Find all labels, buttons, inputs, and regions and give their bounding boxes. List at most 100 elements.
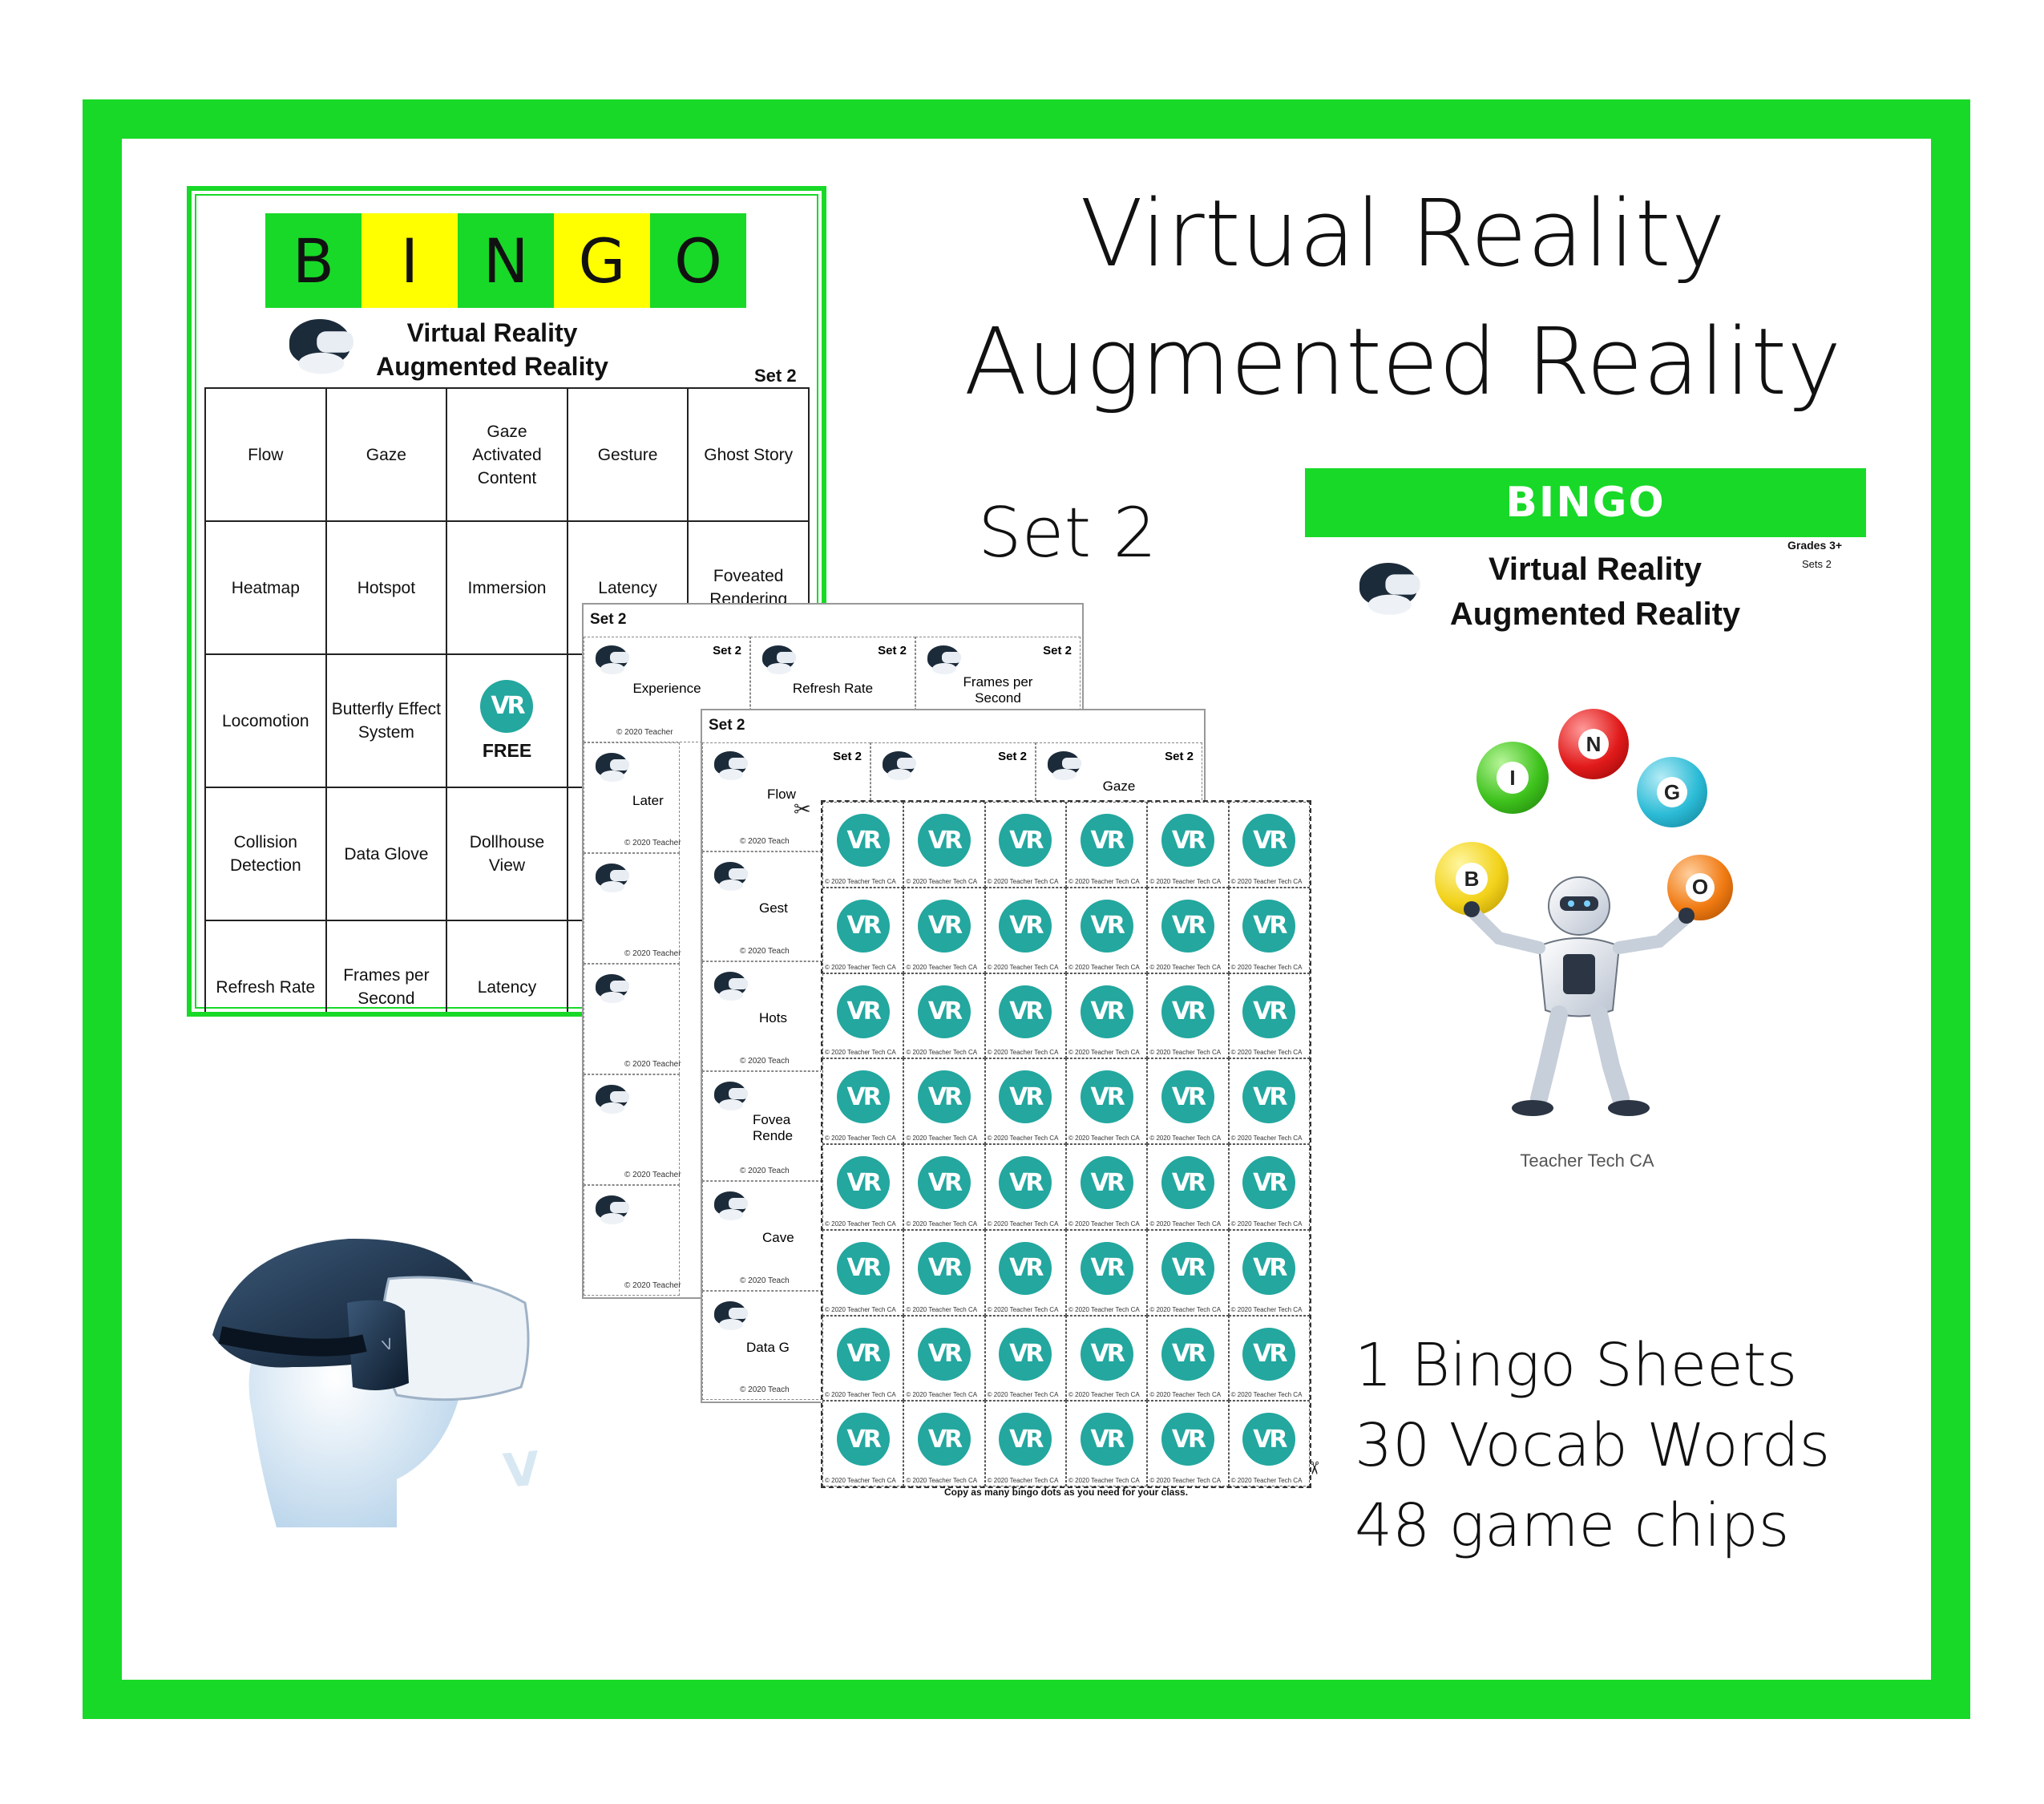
game-chip: VR© 2020 Teacher Tech CA [1228, 1144, 1310, 1230]
grid-row: Flow Gaze Gaze Activated Content Gesture… [204, 387, 810, 522]
free-label: FREE [482, 739, 532, 761]
headset-icon [596, 1085, 631, 1114]
card-copyright: © 2020 Teach [740, 1385, 790, 1394]
game-chip: VR© 2020 Teacher Tech CA [822, 973, 904, 1059]
ball-letter: G [1656, 776, 1688, 808]
letter-b: B [265, 213, 362, 308]
card-set-label: Set 2 [998, 750, 1027, 763]
vr-logo-icon: VR [1161, 1070, 1214, 1124]
game-chip: VR© 2020 Teacher Tech CA [1228, 1401, 1310, 1486]
vr-logo-icon: VR [917, 1241, 971, 1295]
chip-copyright: © 2020 Teacher Tech CA [825, 1305, 896, 1313]
chip-copyright: © 2020 Teacher Tech CA [1149, 1135, 1222, 1142]
card-heading: Virtual Reality Augmented Reality [352, 316, 632, 383]
vr-logo-icon: VR [1161, 985, 1214, 1038]
grid-cell: Hotspot [325, 520, 448, 655]
sheet-a-label: Set 2 [590, 611, 627, 628]
word-card: Hots © 2020 Teach [702, 961, 822, 1071]
grid-cell: Immersion [446, 520, 568, 655]
grid-cell: Locomotion [204, 653, 327, 788]
card-heading-ar: Augmented Reality [376, 352, 608, 381]
vr-logo-icon: VR [836, 814, 890, 867]
chip-copyright: © 2020 Teacher Tech CA [906, 1049, 978, 1057]
chip-copyright: © 2020 Teacher Tech CA [906, 1305, 978, 1313]
vr-logo-icon: VR [1080, 985, 1133, 1038]
card-set-label: Set 2 [1165, 750, 1194, 763]
game-chip: VR© 2020 Teacher Tech CA [1066, 973, 1148, 1059]
word-card: Cave © 2020 Teach [702, 1181, 822, 1291]
feature-vocab-words: 30 Vocab Words [1355, 1411, 1831, 1480]
chip-copyright: © 2020 Teacher Tech CA [987, 1391, 1059, 1399]
game-chip: VR © 2020 Teacher Tech CA [903, 1229, 985, 1316]
chip-copyright: © 2020 Teacher Tech CA [1068, 1477, 1140, 1484]
card-set-label: Set 2 [878, 644, 907, 657]
game-chip: VR© 2020 Teacher Tech CA [822, 1315, 904, 1402]
game-chip: VR© 2020 Teacher Tech CA [1147, 1315, 1229, 1402]
vr-logo-icon: VR [1242, 1070, 1296, 1124]
game-chip: VR© 2020 Teacher Tech CA [984, 1144, 1066, 1230]
word-card: © 2020 Teacher [584, 1074, 681, 1185]
headset-icon [714, 972, 749, 1001]
grid-cell: Ghost Story [687, 387, 810, 522]
card-copyright: © 2020 Teacher [624, 1171, 681, 1179]
game-chip: VR© 2020 Teacher Tech CA [984, 1401, 1066, 1486]
grid-cell: Dollhouse View [446, 787, 568, 921]
card-word: Frames per Second [963, 674, 1033, 706]
game-chip: VR© 2020 Teacher Tech CA [1066, 1315, 1148, 1402]
card-copyright: © 2020 Teach [740, 1057, 790, 1066]
chip-copyright: © 2020 Teacher Tech CA [825, 877, 896, 885]
chip-copyright: © 2020 Teacher Tech CA [1068, 963, 1140, 971]
card-word: Refresh Rate [792, 681, 874, 696]
chip-copyright: © 2020 Teacher Tech CA [987, 1135, 1059, 1142]
game-chip: VR© 2020 Teacher Tech CA [903, 1144, 985, 1230]
chip-grid: VR © 2020 Teacher Tech CA VR © 2020 Teacher… [822, 802, 1310, 1486]
word-card: © 2020 Teacher [584, 853, 681, 964]
vr-logo-icon: VR [1080, 1241, 1133, 1295]
game-chip: VR© 2020 Teacher Tech CA [1066, 802, 1148, 888]
chips-note: Copy as many bingo dots as you need for … [943, 1486, 1189, 1498]
chip-copyright: © 2020 Teacher Tech CA [1068, 877, 1140, 885]
grid-cell: Heatmap [204, 520, 327, 655]
card-word: Gest [759, 900, 788, 916]
game-chip: VR © 2020 Teacher Tech CA [1147, 1058, 1229, 1144]
game-chip: VR © 2020 Teacher Tech CA [984, 1315, 1066, 1402]
vr-logo-icon: VR [999, 1327, 1052, 1381]
headset-icon [883, 751, 918, 780]
chip-copyright: © 2020 Teacher Tech CA [1068, 1391, 1140, 1399]
cover-title-vr: Virtual Reality [1488, 552, 1703, 587]
game-chip: VR© 2020 Teacher Tech CA [1066, 887, 1148, 973]
card-word: Hots [759, 1010, 787, 1025]
ball-letter: O [1685, 872, 1715, 903]
chip-copyright: © 2020 Teacher Tech CA [825, 1391, 896, 1399]
bingo-ball-n: N [1558, 709, 1629, 779]
game-chip: VR© 2020 Teacher Tech CA [1228, 1229, 1310, 1316]
letter-n: N [458, 213, 554, 308]
vr-logo-icon: VR [999, 899, 1052, 953]
word-card: © 2020 Teacher [584, 964, 681, 1074]
game-chip: VR© 2020 Teacher Tech CA [822, 1058, 904, 1144]
grid-cell: Latency [446, 920, 568, 1012]
chip-copyright: © 2020 Teacher Tech CA [1149, 1391, 1222, 1399]
game-chip: VR© 2020 Teacher Tech CA [984, 887, 1066, 973]
vr-logo-icon: VR [836, 1413, 890, 1466]
grid-cell: Butterfly Effect System [325, 653, 448, 788]
card-set-label: Set 2 [713, 644, 741, 657]
card-word: Later [632, 793, 664, 808]
card-word: Experience [632, 681, 701, 696]
game-chip: VR© 2020 Teacher Tech CA [1147, 887, 1229, 973]
letter-i: I [362, 213, 458, 308]
chip-copyright: © 2020 Teacher Tech CA [1230, 877, 1303, 885]
game-chip: VR© 2020 Teacher Tech CA [903, 1058, 985, 1144]
grid-cell: Frames per Second [325, 920, 448, 1012]
grid-cell: Data Glove [325, 787, 448, 921]
grid-cell: Collision Detection [204, 787, 327, 921]
game-chip: VR© 2020 Teacher Tech CA [984, 1229, 1066, 1316]
chip-copyright: © 2020 Teacher Tech CA [1230, 1391, 1303, 1399]
chip-copyright: © 2020 Teacher Tech CA [1149, 1305, 1222, 1313]
bingo-ball-i: I [1476, 742, 1549, 814]
card-copyright: © 2020 Teacher [624, 839, 681, 847]
ball-letter: I [1497, 762, 1529, 794]
game-chip: VR© 2020 Teacher Tech CA [1228, 802, 1310, 888]
vr-logo-icon: VR [917, 1413, 971, 1466]
svg-text:VR: VR [501, 1438, 541, 1499]
